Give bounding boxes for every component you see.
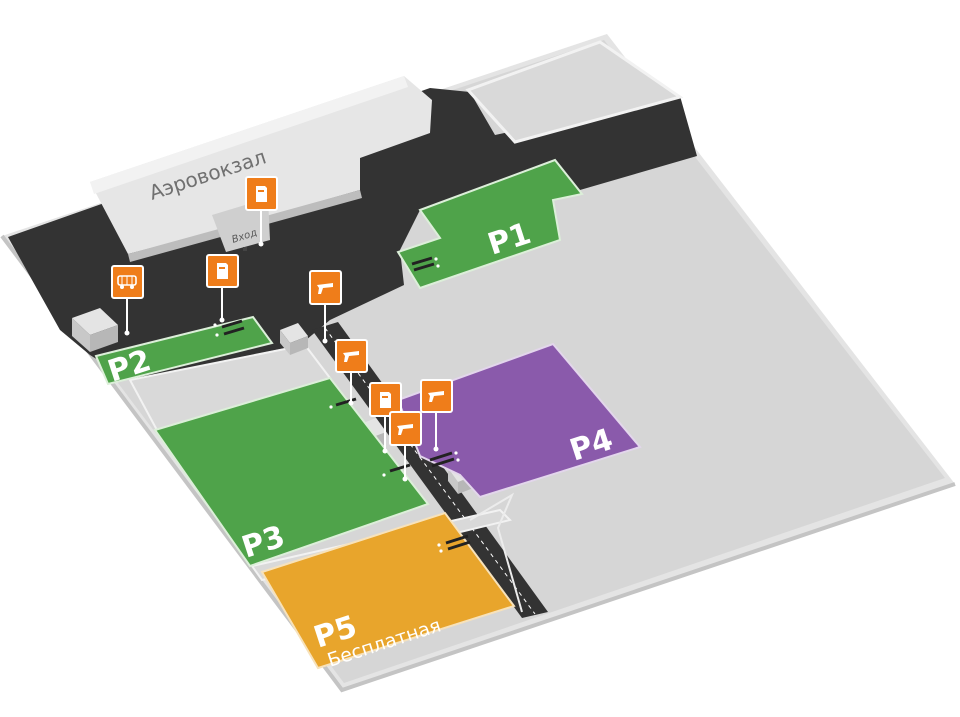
marker-ticket-terminal[interactable] [245, 176, 278, 247]
map-markers [111, 176, 453, 482]
ticket-icon [217, 263, 228, 279]
zone-p1[interactable]: P1 [396, 158, 584, 290]
terminal-building: Аэровокзал Вход [90, 76, 432, 262]
marker-gun-2[interactable] [335, 339, 368, 406]
zone-p3[interactable]: P3 [153, 376, 430, 568]
marker-ticket-p2[interactable] [206, 254, 239, 323]
marker-bus[interactable] [111, 265, 144, 336]
ground-paths [469, 492, 523, 613]
zone-p5[interactable]: P5 Бесплатная [260, 511, 516, 672]
marker-ticket-p3[interactable] [369, 382, 402, 454]
ticket-icon [380, 392, 391, 408]
gate-p5 [437, 534, 471, 553]
gate-p2 [213, 319, 245, 337]
ticket-icon [256, 186, 267, 202]
entrance-marker [243, 247, 247, 251]
gate-p1 [411, 256, 440, 272]
marker-gun-3[interactable] [389, 411, 422, 482]
marker-gun-1[interactable] [309, 270, 342, 344]
gate-p3-b [382, 463, 411, 477]
gate-barriers [213, 256, 471, 553]
gate-p4 [429, 451, 460, 468]
marker-gun-4[interactable] [420, 379, 453, 452]
gate-p3-a [329, 397, 357, 409]
